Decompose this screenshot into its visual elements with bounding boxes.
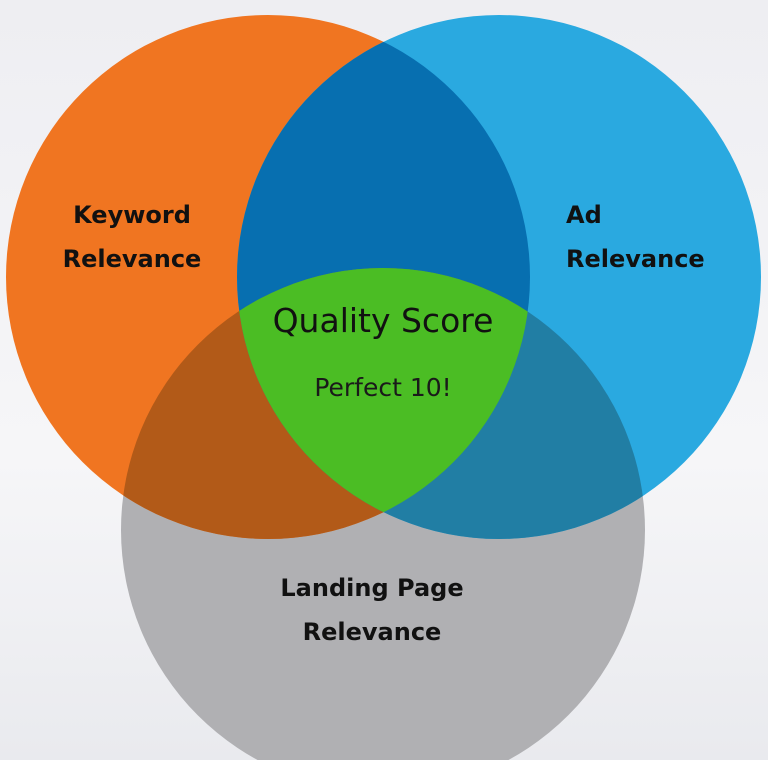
quality-score-subtitle: Perfect 10!: [314, 373, 451, 402]
landing-label-line2: Relevance: [303, 618, 442, 646]
ad-label-line2: Relevance: [566, 245, 705, 273]
quality-score-title: Quality Score: [273, 301, 494, 340]
landing-label-line1: Landing Page: [280, 574, 463, 602]
keyword-label-line1: Keyword: [73, 201, 191, 229]
keyword-label-line2: Relevance: [63, 245, 202, 273]
ad-label-line1: Ad: [566, 201, 602, 229]
